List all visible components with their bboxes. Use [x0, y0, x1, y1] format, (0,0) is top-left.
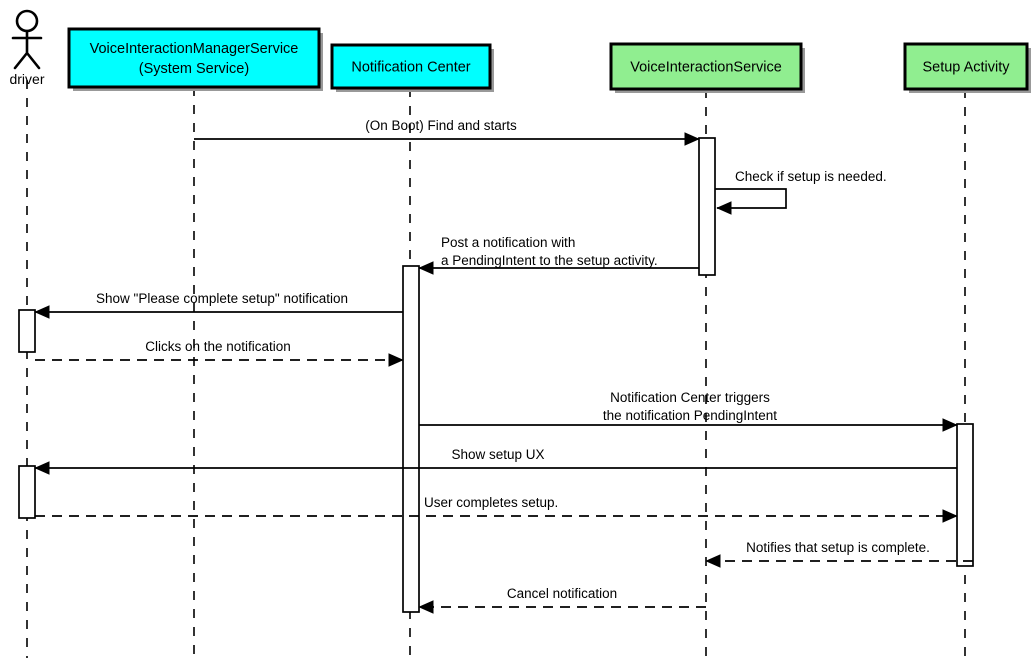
message-label-msg-3-line2: a PendingIntent to the setup activity.: [441, 253, 658, 268]
message-msg-6[interactable]: Notification Center triggers the notifica…: [419, 390, 958, 432]
message-label-msg-1-line1: (On Boot) Find and starts: [365, 118, 517, 133]
message-label-msg-6-line2: the notification PendingIntent: [603, 408, 777, 423]
message-label-msg-2-line1: Check if setup is needed.: [735, 169, 887, 184]
message-label-msg-5-line1: Clicks on the notification: [145, 339, 291, 354]
participant-vims[interactable]: VoiceInteractionManagerService (System Se…: [67, 27, 323, 91]
message-msg-10[interactable]: Cancel notification: [418, 586, 706, 614]
activation-bar-driver: [18, 465, 36, 519]
message-msg-9[interactable]: Notifies that setup is complete.: [705, 540, 973, 568]
message-label-msg-9-line1: Notifies that setup is complete.: [746, 540, 930, 555]
message-label-msg-7-line1: Show setup UX: [451, 447, 544, 462]
actor-head-icon: [15, 9, 39, 33]
participant-box-vis[interactable]: [609, 42, 803, 91]
message-label-msg-8-line1: User completes setup.: [424, 495, 558, 510]
activation-bar-driver: [18, 309, 36, 353]
message-msg-3[interactable]: Post a notification with a PendingIntent …: [418, 235, 699, 275]
lifelines-group: [26, 80, 966, 658]
message-label-msg-6-line1: Notification Center triggers: [610, 390, 770, 405]
participant-notif[interactable]: Notification Center: [330, 43, 494, 92]
participant-label-driver: driver: [9, 71, 44, 87]
message-label-msg-10-line1: Cancel notification: [507, 586, 617, 601]
actor-body-icon: [11, 29, 43, 70]
participant-box-notif[interactable]: [330, 43, 492, 90]
participant-driver[interactable]: driver: [9, 9, 45, 87]
message-label-msg-3-line1: Post a notification with: [441, 235, 575, 250]
message-msg-1[interactable]: (On Boot) Find and starts: [194, 118, 700, 146]
participant-label-notif: Notification Center: [351, 59, 470, 75]
message-label-msg-4-line1: Show "Please complete setup" notificatio…: [96, 291, 348, 306]
participant-label-setup: Setup Activity: [922, 59, 1010, 75]
participant-label-vims-line1: VoiceInteractionManagerService: [90, 41, 299, 57]
participant-label-vims-line2: (System Service): [139, 61, 249, 77]
message-msg-5[interactable]: Clicks on the notification: [35, 339, 404, 367]
participant-box-vims[interactable]: [67, 27, 321, 89]
participant-setup[interactable]: Setup Activity: [903, 42, 1031, 93]
message-arrow-self: [715, 188, 787, 215]
participants-group: driver VoiceInteractionManagerService (Sys…: [9, 9, 1031, 93]
activations-group: [18, 137, 974, 613]
activation-bar-setup: [956, 423, 974, 567]
participant-box-setup[interactable]: [903, 42, 1029, 91]
participant-vis[interactable]: VoiceInteractionService: [609, 42, 805, 93]
activation-bar-vis: [698, 137, 716, 276]
message-msg-2[interactable]: Check if setup is needed.: [715, 169, 887, 215]
activation-bar-notif: [402, 265, 420, 613]
message-msg-4[interactable]: Show "Please complete setup" notificatio…: [34, 291, 403, 319]
participant-label-vis: VoiceInteractionService: [630, 59, 782, 75]
message-msg-7[interactable]: Show setup UX: [34, 447, 957, 475]
message-msg-8[interactable]: User completes setup.: [35, 495, 958, 523]
